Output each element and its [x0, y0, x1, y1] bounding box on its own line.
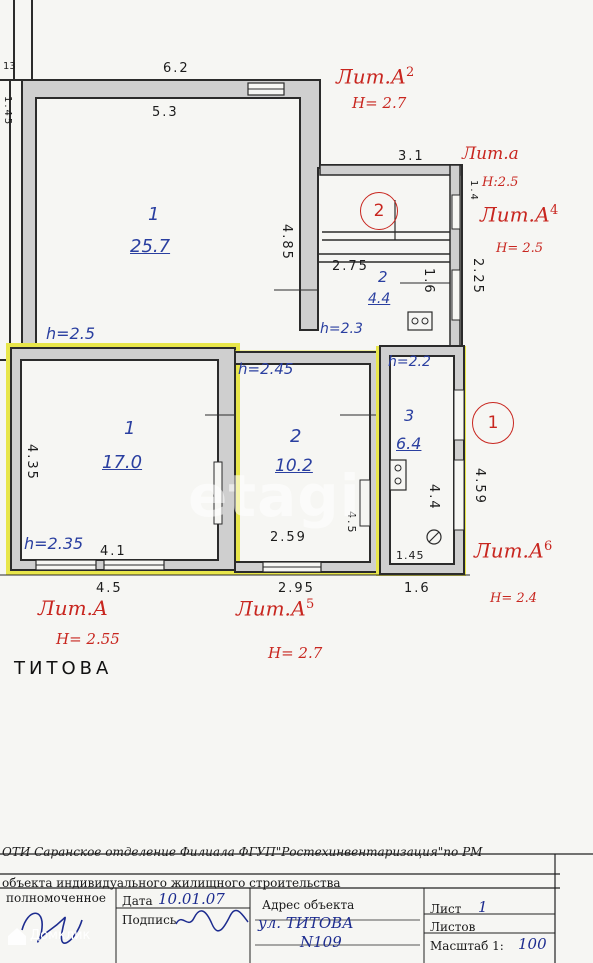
stamp-header-text: ОТИ Саранское отделение Филиала ФГУП"Рос…: [2, 845, 483, 859]
marker-circle-2: 2: [360, 192, 398, 230]
liter-a-small-text: Лит.а: [462, 144, 519, 164]
dim-room3-bottom-outer: 1.6: [404, 581, 431, 596]
room-number-a4-2: 2: [378, 268, 388, 286]
street-label: ТИТОВА: [14, 658, 113, 679]
stamp-date-label: Дата: [122, 894, 153, 908]
stamp-sheets-label: Листов: [430, 920, 476, 934]
room-lit-a-walls: [6, 343, 240, 575]
room-area-a5-2: 10.2: [275, 456, 313, 476]
height-room3: h=2.2: [388, 354, 431, 370]
liter-a5-sup: 5: [306, 597, 315, 612]
liter-a6-height: Н= 2.4: [490, 591, 538, 606]
dim-bottom-a-outer: 4.5: [96, 581, 123, 596]
stamp-address-value-1: ул. ТИТОВА: [258, 914, 354, 932]
liter-a5-height: Н= 2.7: [268, 644, 323, 662]
room-area-a-1: 17.0: [102, 452, 143, 473]
signature-scribble: [175, 909, 249, 932]
stamp-sheet-value: 1: [478, 898, 488, 916]
stamp-address-value-2: N109: [300, 933, 342, 951]
dim-small-height: 1.6: [421, 268, 436, 295]
liter-a4-label: Лит.А4: [480, 204, 558, 225]
dim-lit-a-left-side: 4.35: [24, 444, 39, 481]
height-room1: h=2.5: [46, 324, 95, 343]
liter-a-small-height: Н:2.5: [482, 175, 519, 190]
height-room-a: h=2.35: [24, 534, 84, 553]
dim-top-left-small: 13: [3, 61, 16, 72]
room-lit-a6-walls: [376, 345, 466, 576]
dim-left-top: 1.45: [2, 96, 13, 127]
stamp-scale-label: Масштаб 1:: [430, 939, 504, 953]
stamp-address-label: Адрес объекта: [262, 898, 355, 912]
liter-a-height: Н= 2.55: [56, 630, 120, 648]
dim-room2-bottom-outer: 2.95: [278, 581, 315, 596]
liter-a2-text: Лит.А: [336, 64, 407, 89]
liter-a-label: Лит.А: [38, 598, 108, 618]
dim-bottom-a-inner: 4.1: [100, 544, 127, 559]
liter-a5-text: Лит.А: [236, 596, 307, 621]
liter-a6-text: Лит.А: [474, 538, 545, 563]
room-number-a5-2: 2: [290, 426, 302, 447]
etagi-watermark: etagi: [188, 462, 361, 530]
liter-a6-sup: 6: [544, 539, 553, 554]
stamp-object-type: объекта индивидуального жилищного строит…: [2, 876, 341, 890]
dim-room2-bottom-inner: 2.59: [270, 530, 307, 545]
height-room2: h=2.45: [238, 360, 294, 378]
dim-lit-a-side: 1.4: [468, 180, 479, 202]
stamp-date-value: 10.01.07: [158, 890, 225, 908]
dim-top-outer: 6.2: [163, 61, 190, 76]
dim-top-inner: 5.3: [152, 105, 179, 120]
room-number-a2-1: 1: [148, 204, 160, 225]
stamp-authorized: полномоченное: [6, 891, 106, 905]
liter-a2-sup: 2: [406, 65, 415, 80]
stamp-signature-label: Подпись: [122, 913, 177, 927]
left-neighbor-lines: [0, 0, 33, 361]
room-area-a4-2: 4.4: [368, 291, 391, 307]
stamp-sheet-label: Лист: [430, 902, 462, 916]
room-area-a2-1: 25.7: [130, 236, 171, 257]
room-area-a6-3: 6.4: [396, 434, 422, 453]
liter-a4-height: Н= 2.5: [496, 241, 544, 256]
dim-right-side: 2.25: [470, 258, 485, 295]
liter-a6-label: Лит.А6: [474, 540, 552, 561]
liter-a4-sup: 4: [550, 203, 559, 218]
marker-circle-1: 1: [472, 402, 514, 444]
dim-room3-side: 4.4: [426, 484, 441, 511]
domclick-house-icon: [8, 928, 26, 945]
room-number-a6-3: 3: [404, 406, 415, 425]
liter-a2-height: Н= 2.7: [352, 94, 407, 112]
dim-lit-a-top: 3.1: [398, 149, 425, 164]
stamp-header: ОТИ Саранское отделение Филиала ФГУП"Рос…: [2, 845, 482, 859]
handwritten-signature: [21, 912, 83, 944]
stamp-block-lines: [0, 853, 593, 963]
dim-room3-outer-side: 4.59: [472, 468, 487, 505]
liter-a-small-label: Лит.а: [462, 146, 519, 163]
dimension-ticks: [0, 282, 470, 576]
liter-a2-label: Лит.А2: [336, 66, 414, 87]
domclick-watermark: Домклик: [30, 928, 91, 943]
dim-small-width: 2.75: [332, 259, 369, 274]
liter-a-text: Лит.А: [38, 596, 109, 620]
liter-a4-text: Лит.А: [480, 202, 551, 227]
stamp-scale-value: 100: [518, 935, 547, 953]
room-number-a-1: 1: [124, 418, 136, 439]
liter-a5-label: Лит.А5: [236, 598, 314, 619]
height-small: h=2.3: [320, 321, 363, 337]
dim-room1-height: 4.85: [279, 224, 294, 261]
dim-room3-bottom-inner: 1.45: [396, 549, 425, 562]
